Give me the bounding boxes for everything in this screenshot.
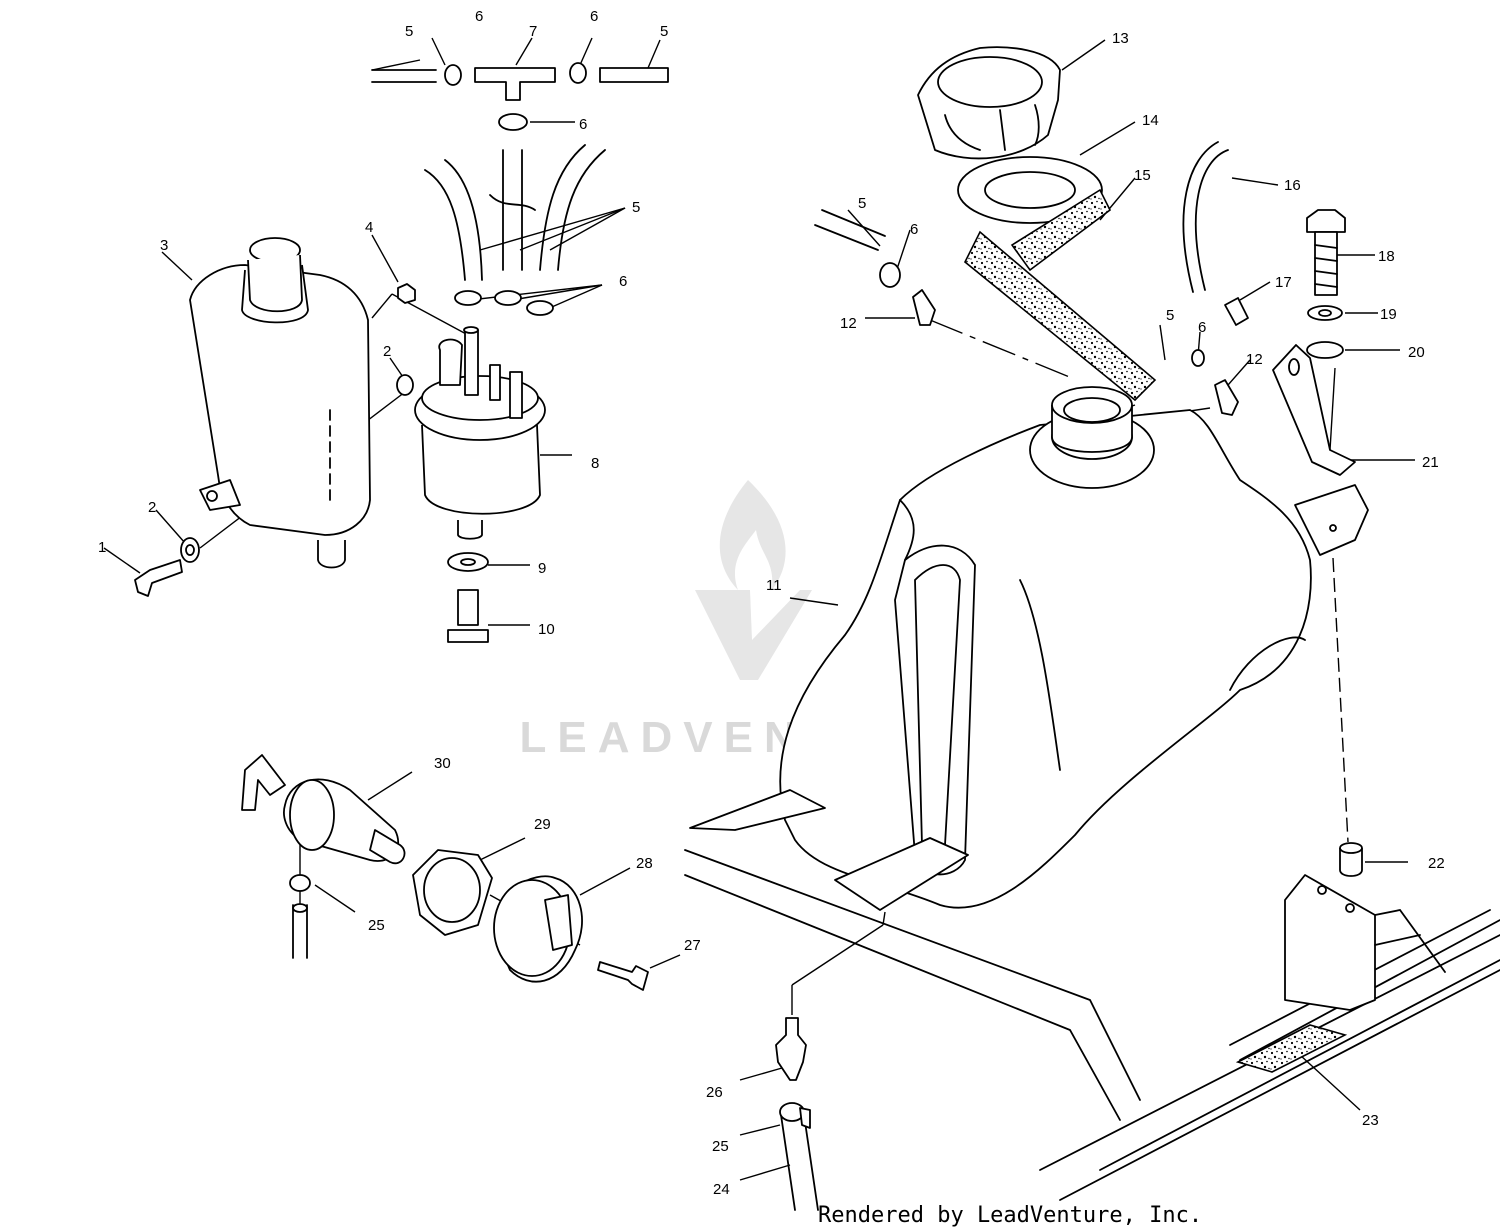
- flame-logo-icon: [695, 480, 812, 680]
- callout-9: 9: [538, 560, 546, 577]
- leader-lines: [103, 37, 1415, 1181]
- callout-17: 17: [1275, 274, 1292, 291]
- bolt-18: [1306, 209, 1346, 296]
- callout-24: 24: [713, 1181, 730, 1198]
- callout-12a: 12: [840, 315, 857, 332]
- foam-strip: [963, 188, 1157, 402]
- chassis-frame: [684, 849, 1500, 1201]
- clamp-6b: [569, 62, 587, 84]
- callout-25b: 25: [712, 1138, 729, 1155]
- clamp-25b: [779, 1102, 811, 1129]
- vent-fitting: [1224, 297, 1249, 326]
- clamp-6d: [879, 262, 901, 288]
- callout-26: 26: [706, 1084, 723, 1101]
- cap-gasket: [957, 156, 1103, 224]
- callout-2b: 2: [148, 499, 156, 516]
- callouts: 1 2 2 3 4 5 5 5 5 5 6 6 6 6 6 6 7 8 9 10…: [98, 8, 1445, 1198]
- callout-7: 7: [529, 23, 537, 40]
- callout-30: 30: [434, 755, 451, 772]
- clamp-25a: [289, 874, 311, 892]
- spacer-22: [1339, 842, 1363, 877]
- callout-5e: 5: [1166, 307, 1174, 324]
- nut-4: [397, 283, 416, 304]
- callout-27: 27: [684, 937, 701, 954]
- callout-13: 13: [1112, 30, 1129, 47]
- callout-6a: 6: [475, 8, 483, 25]
- fuel-line-24: [780, 1114, 819, 1211]
- callout-29: 29: [534, 816, 551, 833]
- callout-23: 23: [1362, 1112, 1379, 1129]
- callout-6e: 6: [910, 221, 918, 238]
- fuel-tank: [689, 386, 1369, 911]
- callout-2a: 2: [383, 343, 391, 360]
- hose-5b: [599, 67, 669, 83]
- vent-hose: [1182, 141, 1229, 293]
- callout-6b: 6: [590, 8, 598, 25]
- callout-5d: 5: [858, 195, 866, 212]
- render-credit: Rendered by LeadVenture, Inc.: [818, 1203, 1202, 1228]
- fuel-pump-30: [241, 754, 406, 865]
- velcro-pad: [1235, 1024, 1348, 1073]
- oil-tank-3: [189, 237, 371, 569]
- callout-4: 4: [365, 219, 373, 236]
- callout-6f: 6: [1198, 319, 1206, 336]
- callout-16: 16: [1284, 177, 1301, 194]
- hose-5d: [814, 209, 886, 251]
- callout-5c: 5: [632, 199, 640, 216]
- callout-12b: 12: [1246, 351, 1263, 368]
- callout-5b: 5: [660, 23, 668, 40]
- callout-20: 20: [1408, 344, 1425, 361]
- gas-cap: [917, 46, 1061, 160]
- callout-10: 10: [538, 621, 555, 638]
- clamp-6a: [444, 64, 462, 86]
- nut-29: [412, 849, 493, 936]
- callout-28: 28: [636, 855, 653, 872]
- washer-2a: [396, 374, 414, 396]
- bracket-21: [1272, 344, 1356, 476]
- callout-5a: 5: [405, 23, 413, 40]
- callout-11: 11: [766, 577, 782, 594]
- washer-19: [1307, 305, 1343, 321]
- callout-6d: 6: [619, 273, 627, 290]
- washer-2b: [180, 537, 200, 563]
- callout-8: 8: [591, 455, 599, 472]
- fuel-filter-8: [414, 326, 546, 540]
- callout-25a: 25: [368, 917, 385, 934]
- callout-15: 15: [1134, 167, 1151, 184]
- callout-19: 19: [1380, 306, 1397, 323]
- fitting-12a: [912, 289, 936, 326]
- clamp-6c: [498, 113, 528, 131]
- clamps-6f: [454, 290, 554, 316]
- bolt-1: [134, 559, 183, 597]
- bolt-10: [447, 589, 489, 643]
- hoses-5c: [424, 144, 606, 281]
- fitting-12b: [1214, 379, 1239, 416]
- screw-27: [597, 961, 649, 991]
- callout-14: 14: [1142, 112, 1159, 129]
- washer-9: [447, 552, 489, 572]
- fitting-26: [775, 1017, 807, 1081]
- callout-21: 21: [1422, 454, 1439, 471]
- callout-18: 18: [1378, 248, 1395, 265]
- tee-fitting-7: [474, 67, 556, 101]
- hose-5a: [371, 69, 437, 83]
- callout-6c: 6: [579, 116, 587, 133]
- cover-28: [493, 875, 583, 983]
- washer-20: [1306, 341, 1344, 359]
- callout-3: 3: [160, 237, 168, 254]
- callout-1: 1: [98, 539, 106, 556]
- hose-25a: [292, 903, 308, 959]
- callout-22: 22: [1428, 855, 1445, 872]
- clamp-6e: [1191, 349, 1205, 367]
